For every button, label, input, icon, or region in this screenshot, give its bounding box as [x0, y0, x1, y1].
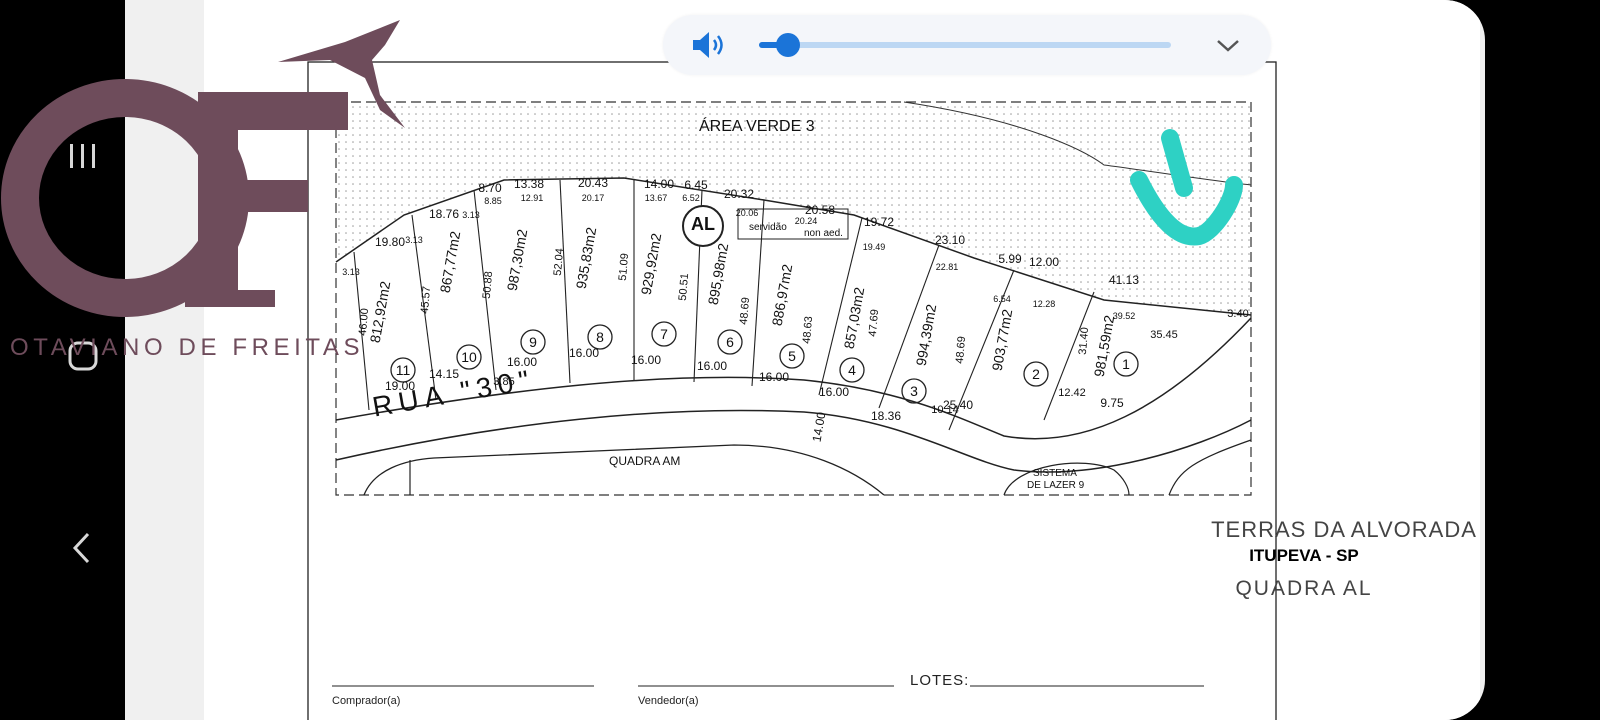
- speaker-icon[interactable]: [690, 29, 726, 61]
- lot-front: 18.36: [870, 409, 902, 423]
- seller-label: Vendedor(a): [638, 695, 699, 707]
- boundary-measure: 12.00: [1028, 255, 1060, 269]
- boundary-sub-measure: 8.85: [484, 196, 502, 206]
- servidao-label-2: non aed.: [804, 228, 843, 239]
- boundary-measure: 5.99: [998, 252, 1022, 266]
- boundary-sub-measure: 20.24: [794, 216, 818, 226]
- lot-side: 31.40: [1076, 326, 1092, 356]
- back-icon: [72, 532, 90, 564]
- lazer-label-2: DE LAZER 9: [1027, 480, 1085, 491]
- lot-number: 7: [660, 326, 668, 342]
- boundary-sub-measure: 6.52: [682, 193, 700, 203]
- boundary-sub-measure: 12.28: [1032, 299, 1056, 309]
- boundary-measure: 20.32: [723, 187, 755, 201]
- chevron-down-icon[interactable]: [1215, 33, 1241, 57]
- lot-front: 16.00: [696, 359, 728, 373]
- lot-number: 6: [726, 334, 734, 350]
- lot-front: 16.00: [818, 385, 850, 399]
- document-page: ÁREA VERDE 3 AL servidão non aed. RUA "3…: [204, 0, 1480, 720]
- extra-measure: 3.85: [493, 376, 515, 388]
- lot-side: 47.69: [866, 308, 882, 338]
- lot-side: 50.88: [480, 270, 496, 300]
- area-verde-label: ÁREA VERDE 3: [699, 118, 815, 135]
- watermark-name: OTAVIANO DE FREITAS: [10, 334, 365, 361]
- document-viewer[interactable]: ÁREA VERDE 3 AL servidão non aed. RUA "3…: [125, 0, 1485, 720]
- boundary-measure: 18.76: [428, 207, 460, 221]
- block-badge: AL: [691, 214, 715, 234]
- lot-side: 48.63: [800, 315, 816, 345]
- volume-slider-fill: [759, 42, 788, 48]
- lot-number: 1: [1122, 356, 1130, 372]
- volume-slider[interactable]: [759, 33, 1171, 57]
- lot-front: 25.40: [942, 398, 974, 412]
- lot-number: 8: [596, 329, 604, 345]
- boundary-sub-measure: 19.49: [862, 242, 886, 252]
- boundary-sub-measure: 20.06: [735, 208, 759, 218]
- boundary-measure: 6.45: [684, 178, 708, 192]
- lazer-label-1: SISTEMA: [1033, 468, 1077, 479]
- boundary-measure: 20.43: [577, 176, 609, 190]
- lot-front: 19.00: [384, 379, 416, 393]
- servidao-label: servidão: [749, 222, 787, 233]
- boundary-sub-measure: 22.81: [935, 262, 959, 272]
- lot-number: 9: [529, 334, 537, 350]
- boundary-sub-measure: 20.17: [581, 193, 605, 203]
- lot-front: 9.75: [1100, 396, 1124, 410]
- lot-front: 16.00: [630, 353, 662, 367]
- lot-side: 48.69: [737, 296, 753, 326]
- boundary-measure: 19.80: [374, 235, 406, 249]
- boundary-measure: 13.38: [513, 177, 545, 191]
- boundary-measure: 20.58: [804, 203, 836, 217]
- boundary-sub-measure: 3.13: [405, 235, 423, 245]
- boundary-measure: 41.13: [1108, 273, 1140, 287]
- lot-number: 5: [788, 348, 796, 364]
- lot-side: 52.04: [551, 247, 567, 277]
- lots-field-label: LOTES:: [910, 672, 970, 689]
- lot-number: 3: [910, 383, 918, 399]
- boundary-sub-measure: 6.54: [993, 294, 1011, 304]
- recent-apps-icon: [70, 144, 95, 168]
- lot-side: 51.09: [616, 252, 632, 282]
- lot-side: 50.51: [676, 272, 692, 302]
- back-button[interactable]: [45, 518, 121, 578]
- lot-side: 45.57: [418, 285, 434, 315]
- home-icon: [68, 341, 98, 371]
- watermark-logo: [1, 20, 405, 317]
- boundary-measure: 8.70: [478, 181, 502, 195]
- extra-measure: 10.14: [931, 404, 959, 416]
- block-title: QUADRA AL: [1235, 577, 1373, 600]
- buyer-label: Comprador(a): [332, 695, 401, 707]
- lot-front: 16.00: [568, 346, 600, 360]
- lot-number: 10: [461, 349, 477, 365]
- lot-number: 4: [848, 362, 856, 378]
- audio-player: [663, 15, 1271, 75]
- lot-side: 48.69: [953, 335, 969, 365]
- boundary-measure: 19.72: [863, 215, 895, 229]
- lot-front: 16.00: [506, 355, 538, 369]
- boundary-measure: 23.10: [934, 233, 966, 247]
- extra-measure: 3.40: [1227, 308, 1249, 320]
- lot-number: 11: [395, 362, 411, 378]
- extra-measure: 35.45: [1150, 329, 1178, 341]
- quadra-am-label: QUADRA AM: [609, 454, 681, 468]
- development-title: TERRAS DA ALVORADA: [1211, 517, 1477, 542]
- lot-front: 14.15: [428, 367, 460, 381]
- lot-number: 2: [1032, 366, 1040, 382]
- volume-slider-thumb[interactable]: [775, 33, 800, 57]
- boundary-sub-measure: 3.13: [462, 210, 480, 220]
- home-button[interactable]: [45, 326, 121, 386]
- boundary-sub-measure: 39.52: [1112, 311, 1136, 321]
- lot-front: 16.00: [758, 370, 790, 384]
- boundary-sub-measure: 3.13: [342, 267, 360, 277]
- extra-measure: 12.42: [1058, 387, 1086, 399]
- city-label: ITUPEVA - SP: [1249, 546, 1359, 565]
- lot-plan-drawing: [307, 61, 1277, 720]
- boundary-measure: 14.00: [643, 177, 675, 191]
- boundary-sub-measure: 13.67: [644, 193, 668, 203]
- recent-apps-button[interactable]: [45, 126, 121, 186]
- boundary-sub-measure: 12.91: [520, 193, 544, 203]
